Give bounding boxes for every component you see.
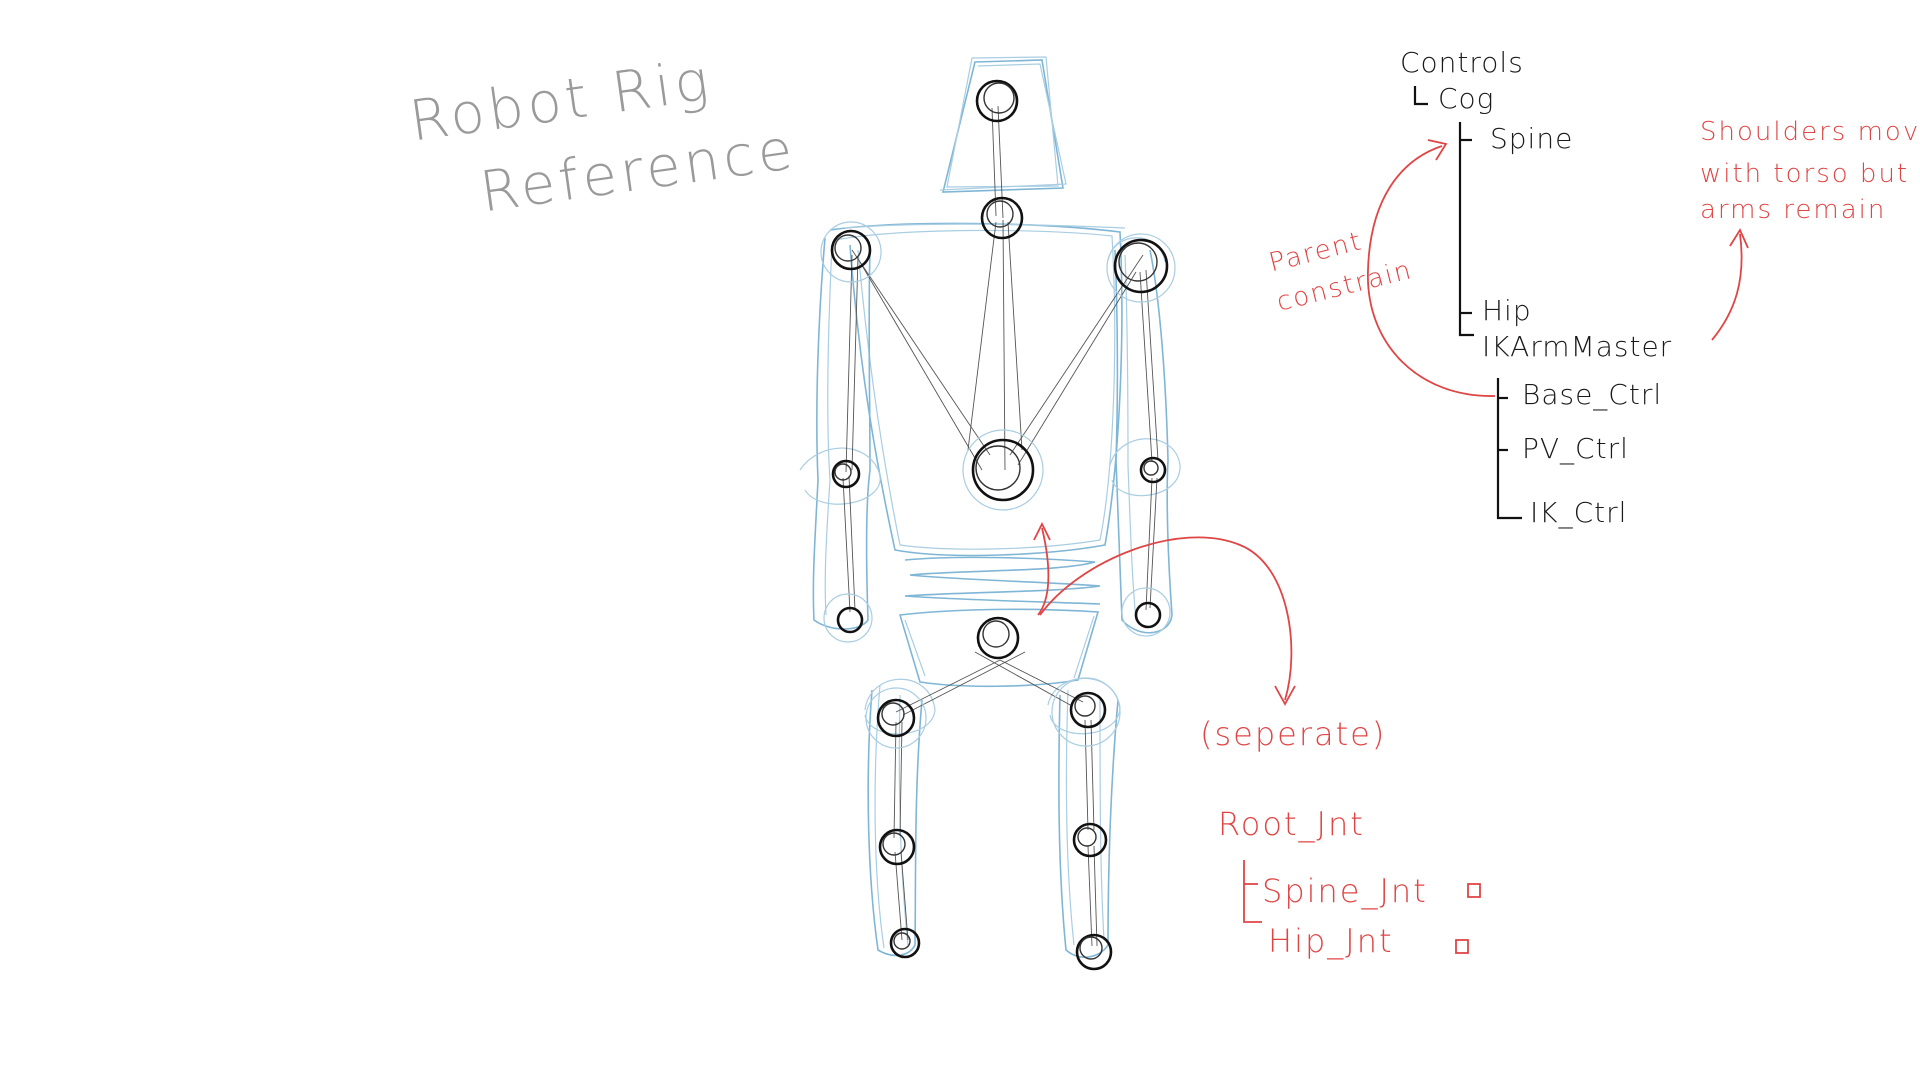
- joint-hip-checkbox[interactable]: [1455, 939, 1469, 954]
- joint-neck: [980, 196, 1024, 240]
- joint-right-knee: [1072, 822, 1108, 858]
- shoulders-line-1: Shoulders move: [1700, 117, 1920, 147]
- controls-ik-ctrl: IK_Ctrl: [1530, 496, 1627, 530]
- controls-base-ctrl: Base_Ctrl: [1522, 378, 1662, 412]
- joint-left-knee: [878, 828, 916, 866]
- waist-up-arrow: [1037, 527, 1050, 616]
- robot-head: [939, 56, 1067, 193]
- separate-arrowhead: [1274, 685, 1296, 706]
- joint-right-shoulder: [1106, 233, 1176, 303]
- joint-right-ankle: [1075, 933, 1113, 971]
- parent-constrain-note: Parent constrain: [1266, 226, 1416, 317]
- joint-root: Root_Jnt: [1218, 805, 1365, 843]
- joint-left-hip: [865, 687, 927, 749]
- controls-spine: Spine: [1490, 122, 1573, 155]
- shoulders-note: Shoulders move with torso but arms remai…: [1700, 117, 1920, 225]
- controls-hierarchy: Controls Cog Spine Hip IKArmMaster Base_…: [1400, 46, 1672, 530]
- parent-constrain-arrow: [1367, 145, 1496, 397]
- joint-left-shoulder: [820, 221, 882, 283]
- joint-right-hip: [1051, 677, 1121, 747]
- parent-constrain-arrowhead: [1427, 139, 1448, 161]
- joint-chest: [962, 429, 1044, 511]
- robot-right-leg: [1047, 677, 1121, 958]
- joint-left-ankle: [889, 927, 921, 959]
- skeleton-joints: [820, 79, 1176, 971]
- title-block: Robot Rig Reference: [406, 48, 801, 226]
- joint-right-wrist: [1121, 587, 1171, 637]
- joint-right-elbow: [1139, 456, 1167, 484]
- joint-hierarchy: Root_Jnt Spine_Jnt Hip_Jnt: [1218, 805, 1481, 960]
- shoulders-line-2: with torso but: [1700, 159, 1909, 189]
- robot-torso: [829, 222, 1126, 557]
- controls-ik-arm-master: IKArmMaster: [1482, 330, 1672, 363]
- robot-waist: [904, 556, 1101, 605]
- joint-spine: Spine_Jnt: [1262, 872, 1428, 910]
- shoulders-line-3: arms remain: [1700, 195, 1886, 225]
- joint-hip: Hip_Jnt: [1268, 922, 1394, 960]
- waist-up-arrowhead: [1033, 521, 1051, 541]
- controls-hip: Hip: [1482, 294, 1532, 327]
- annotations: Parent constrain Shoulders move with tor…: [1033, 117, 1920, 960]
- shoulders-arrow: [1711, 233, 1743, 341]
- separate-label: (seperate): [1200, 715, 1386, 753]
- controls-cog: Cog: [1438, 82, 1494, 115]
- robot-left-arm: [799, 237, 881, 630]
- skeleton-bones: [842, 105, 1159, 947]
- separate-arrow: [1039, 536, 1293, 701]
- joint-hip-center: [976, 616, 1020, 660]
- joint-left-elbow: [831, 459, 861, 489]
- joint-left-wrist: [823, 593, 873, 643]
- robot-right-arm: [1107, 237, 1181, 634]
- controls-pv-ctrl: PV_Ctrl: [1522, 432, 1629, 466]
- controls-heading: Controls: [1400, 46, 1524, 79]
- shoulders-arrowhead: [1729, 228, 1749, 249]
- robot-figure: [799, 56, 1181, 971]
- joint-head: [975, 79, 1019, 123]
- joint-spine-checkbox[interactable]: [1467, 883, 1481, 898]
